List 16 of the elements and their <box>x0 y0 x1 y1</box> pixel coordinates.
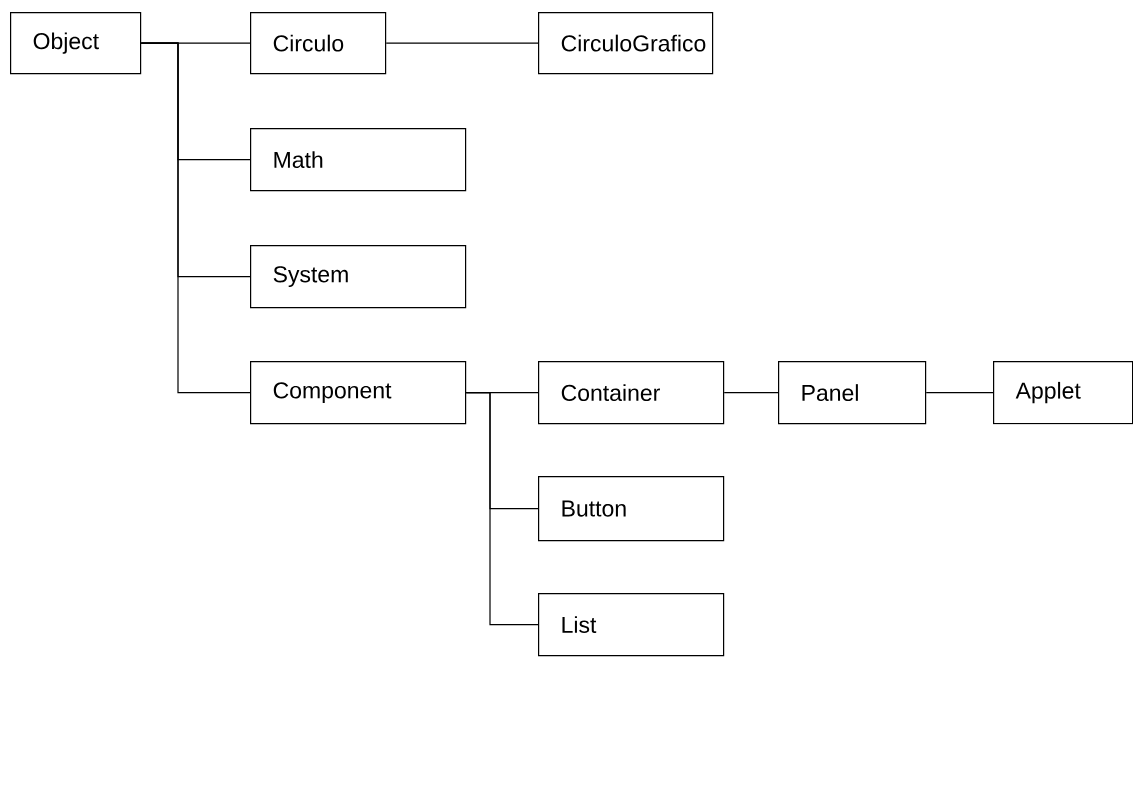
class-box: Math <box>250 128 467 192</box>
class-box: CirculoGrafico <box>538 12 714 75</box>
class-box: System <box>250 245 467 309</box>
class-box: Applet <box>993 361 1133 425</box>
connector-line <box>385 42 539 44</box>
class-box: Circulo <box>250 12 387 75</box>
connector-line <box>140 42 251 394</box>
class-box: Container <box>538 361 725 425</box>
class-box: Object <box>10 12 142 75</box>
class-box: List <box>538 593 725 657</box>
connector-line <box>925 392 994 394</box>
connector-line <box>465 392 539 626</box>
connector-line <box>723 392 779 394</box>
class-box: Component <box>250 361 467 425</box>
class-box: Panel <box>778 361 927 425</box>
class-box: Button <box>538 476 725 542</box>
